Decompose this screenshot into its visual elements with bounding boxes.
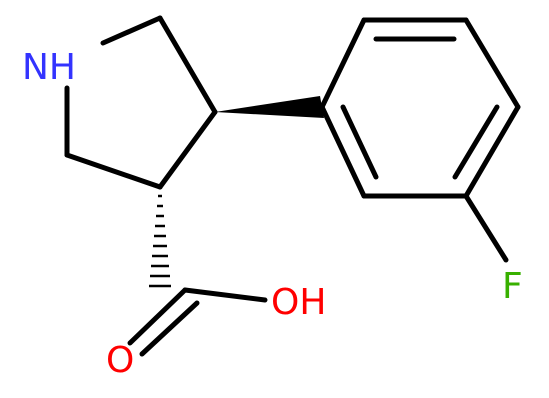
hydroxyl-label: OH: [271, 282, 326, 323]
bond-ar1-ar2: [319, 17, 367, 110]
bond-ar6-ar1: [319, 104, 367, 199]
fluorine-label: F: [502, 266, 523, 307]
bond-ar4-ar5: [463, 104, 521, 199]
bond-c2-c3: [157, 15, 218, 115]
bond-c-o-inner: [139, 300, 200, 357]
bond-c4-c5: [64, 152, 163, 190]
hashed-wedge-bond: [149, 194, 171, 288]
aromatic-inner-left: [340, 104, 379, 180]
carbonyl-oxygen-label: O: [106, 340, 134, 381]
nitrogen-label: NH: [22, 47, 76, 88]
bond-c-f: [463, 193, 509, 263]
bond-c-oh: [182, 287, 268, 303]
bond-c3-c4: [157, 109, 218, 190]
wedge-bond-aryl: [215, 96, 324, 118]
bond-ar3-ar4: [463, 17, 521, 110]
bond-c-o-outer: [127, 287, 188, 346]
bond-n-c2: [100, 15, 163, 46]
aromatic-inner-right: [452, 104, 500, 180]
